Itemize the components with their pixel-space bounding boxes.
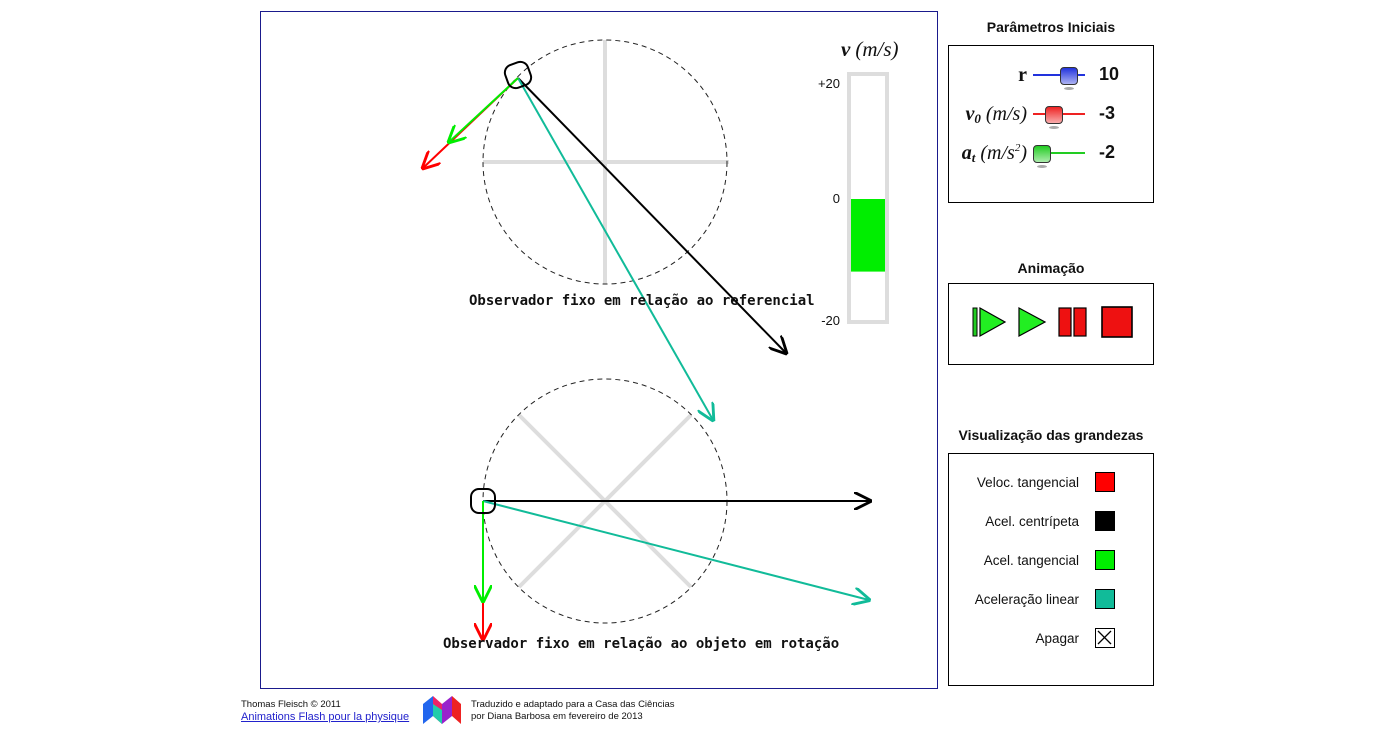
footer-link[interactable]: Animations Flash pour la physique [241, 711, 410, 723]
stop-icon[interactable] [1099, 304, 1135, 340]
footer-credit-line-1: Traduzido e adaptado para a Casa das Ciê… [471, 699, 675, 710]
rotating-object[interactable] [503, 60, 534, 91]
animation-panel [948, 283, 1154, 365]
velocity-gauge: v(m/s) +20 0 -20 [818, 37, 899, 328]
cross-icon [1097, 630, 1112, 645]
viz-row-centripetal-accel: Acel. centrípeta [949, 510, 1155, 534]
v0-slider[interactable] [1033, 106, 1085, 129]
param-at-value: -2 [1099, 142, 1116, 162]
params-panel: r 10 v0 (m/s) -3 at (m/s2) -2 [948, 45, 1154, 203]
viz-label: Acel. tangencial [983, 553, 1079, 568]
linear-accel-arrow-rotating [482, 500, 869, 600]
gauge-tick-max: +20 [818, 76, 840, 91]
param-row-v0: v0 (m/s) -3 [949, 99, 1155, 129]
param-r-label: r [1018, 64, 1027, 86]
toggle-tangential-velocity[interactable] [1095, 472, 1115, 492]
clear-checkbox[interactable] [1095, 628, 1115, 648]
rotating-object-rotating[interactable] [470, 488, 496, 514]
gauge-track [847, 72, 889, 324]
param-r-value: 10 [1099, 64, 1120, 84]
gauge-fill [851, 199, 885, 272]
simulation-scene: v(m/s) +20 0 -20 [261, 37, 899, 688]
toggle-linear-accel[interactable] [1095, 589, 1115, 609]
at-slider[interactable] [1033, 145, 1085, 168]
param-row-r: r 10 [949, 60, 1155, 90]
at-slider-handle[interactable] [1033, 145, 1051, 168]
viz-label: Apagar [1035, 631, 1079, 646]
simulation-stage: v(m/s) +20 0 -20 Observador fixo em rela… [260, 11, 938, 689]
v0-slider-handle[interactable] [1044, 106, 1063, 129]
visualization-panel: Veloc. tangencial Acel. centrípeta Acel.… [948, 453, 1154, 686]
rotating-frame-view [470, 378, 870, 639]
viz-label: Aceleração linear [974, 592, 1079, 607]
visualization-title: Visualização das grandezas [958, 427, 1144, 443]
casa-das-ciencias-logo [423, 696, 461, 724]
param-v0-label: v0 (m/s) [965, 103, 1028, 126]
orbit-circle [482, 39, 728, 285]
play-icon[interactable] [1013, 304, 1049, 340]
caption-rotating-frame: Observador fixo em relação ao objeto em … [443, 636, 840, 652]
viz-row-tangential-accel: Acel. tangencial [949, 549, 1155, 573]
param-at-label: at (m/s2) [961, 142, 1027, 165]
viz-row-linear-accel: Aceleração linear [949, 588, 1155, 612]
r-slider[interactable] [1033, 67, 1085, 90]
params-title: Parâmetros Iniciais [986, 19, 1116, 35]
fixed-frame-view [423, 39, 786, 420]
footer-credit-line-2: por Diana Barbosa em fevereiro de 2013 [471, 711, 643, 722]
viz-label: Acel. centrípeta [985, 514, 1079, 529]
step-play-icon[interactable] [971, 304, 1007, 340]
toggle-centripetal-accel[interactable] [1095, 511, 1115, 531]
centripetal-accel-arrow [517, 77, 786, 353]
param-row-at: at (m/s2) -2 [949, 138, 1155, 168]
toggle-tangential-accel[interactable] [1095, 550, 1115, 570]
footer-credits: Traduzido e adaptado para a Casa das Ciê… [471, 699, 675, 723]
pause-icon[interactable] [1055, 304, 1091, 340]
gauge-title: v(m/s) [841, 37, 899, 61]
viz-row-clear: Apagar [949, 627, 1155, 651]
gauge-tick-min: -20 [821, 313, 840, 328]
viz-label: Veloc. tangencial [976, 475, 1079, 490]
footer-author: Thomas Fleisch © 2011 [241, 699, 341, 710]
animation-title: Animação [1017, 260, 1085, 276]
tangential-accel-arrow [449, 77, 519, 142]
linear-accel-arrow [517, 77, 713, 420]
viz-row-tangential-velocity: Veloc. tangencial [949, 471, 1155, 495]
r-slider-handle[interactable] [1060, 67, 1079, 90]
gauge-tick-zero: 0 [833, 191, 840, 206]
caption-fixed-frame: Observador fixo em relação ao referencia… [469, 293, 815, 309]
param-v0-value: -3 [1099, 103, 1116, 123]
footer-author-block: Thomas Fleisch © 2011 Animations Flash p… [241, 699, 409, 724]
